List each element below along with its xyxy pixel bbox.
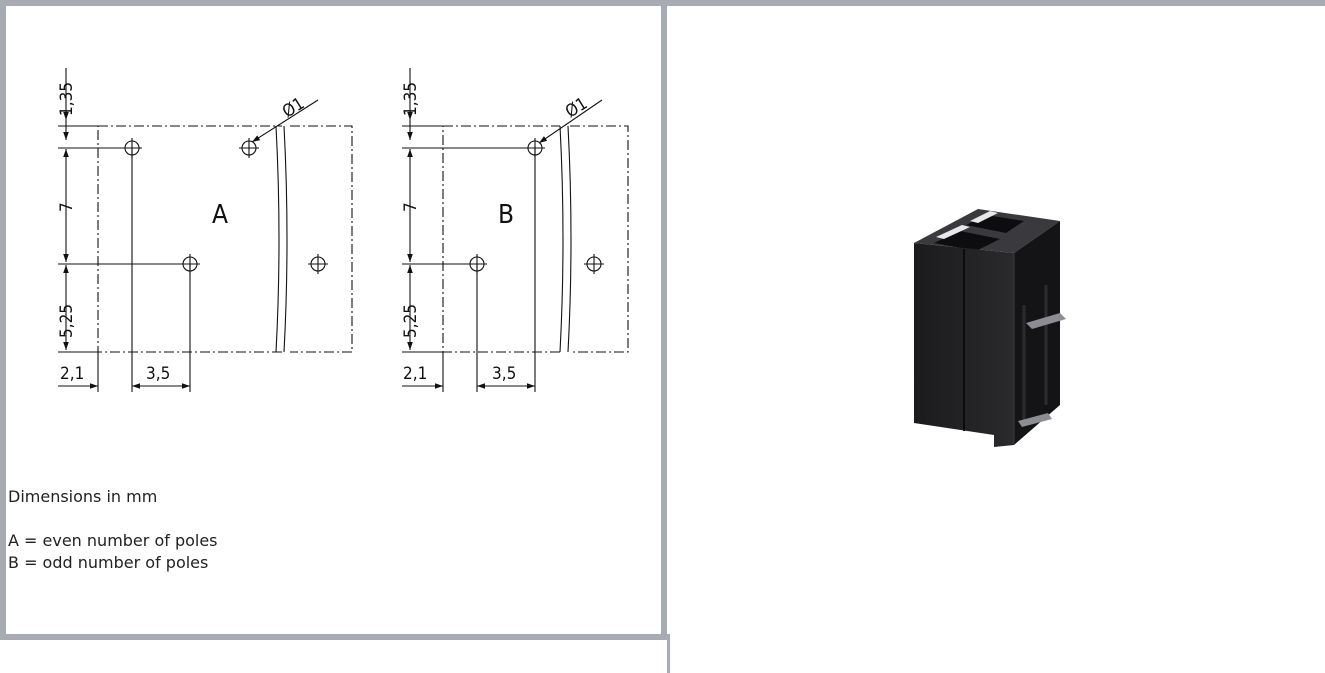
release-slot-2 <box>970 211 998 223</box>
dim-a-offset-top: 1,35 <box>57 82 77 116</box>
dim-b-offset-top: 1,35 <box>401 82 421 116</box>
terminal-block-image <box>914 209 1066 447</box>
pcb-layout-drawing: 1,35 7 5,25 2,1 3,5 Ø1 A 1,35 7 5,25 2,1… <box>57 68 629 392</box>
hole-b3 <box>584 254 604 274</box>
panel-divider-stub <box>667 634 670 673</box>
drawing-notes: Dimensions in mm A = even number of pole… <box>8 486 218 574</box>
housing-side-face <box>1014 221 1060 445</box>
hole-a3 <box>180 254 200 274</box>
dim-a-offset-lower: 5,25 <box>57 304 77 338</box>
variant-b-label: B <box>498 200 514 230</box>
units-note: Dimensions in mm <box>8 487 158 506</box>
solder-pin-1 <box>1026 313 1066 329</box>
dim-b-pitch-horizontal: 3,5 <box>492 364 516 384</box>
hole-a4 <box>308 254 328 274</box>
dim-a-pitch-horizontal: 3,5 <box>146 364 170 384</box>
dim-b-pitch-vertical: 7 <box>401 202 421 212</box>
panel-divider <box>661 0 667 640</box>
variant-b-drawing <box>402 68 629 392</box>
hole-a2 <box>239 138 259 158</box>
dim-b-offset-lower: 5,25 <box>401 304 421 338</box>
legend-odd-poles: B = odd number of poles <box>8 553 209 572</box>
panel-border-bottom <box>0 634 667 640</box>
legend-even-poles: A = even number of poles <box>8 531 218 550</box>
hole-b2 <box>467 254 487 274</box>
hole-b1 <box>525 138 545 158</box>
dim-b-offset-left: 2,1 <box>403 364 427 384</box>
hole-a1 <box>122 138 142 158</box>
release-slot-1 <box>936 225 970 239</box>
solder-pin-2 <box>1018 413 1052 427</box>
dim-a-offset-left: 2,1 <box>60 364 84 384</box>
dim-a-pitch-vertical: 7 <box>57 202 77 212</box>
variant-a-label: A <box>212 200 228 230</box>
panel-border-left <box>0 0 6 640</box>
variant-a-drawing <box>58 68 353 392</box>
dim-a-hole-diameter: Ø1 <box>279 94 308 122</box>
dim-b-hole-diameter: Ø1 <box>562 94 591 122</box>
